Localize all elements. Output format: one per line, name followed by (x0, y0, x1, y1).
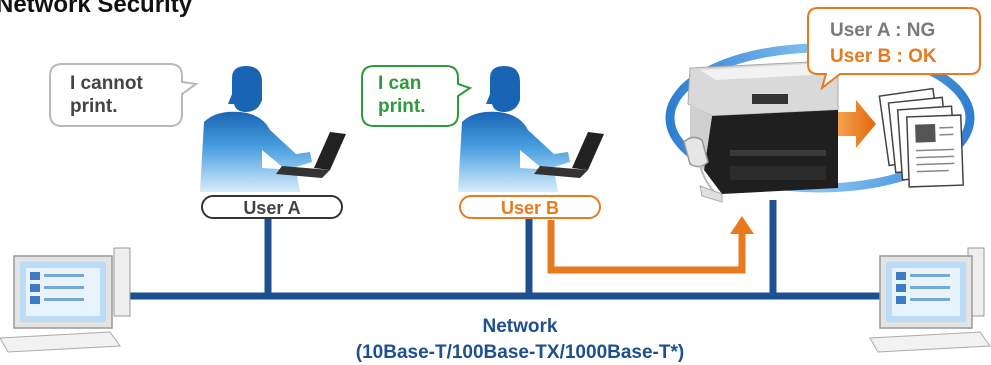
network-lines (128, 200, 900, 300)
user-b-print-path (547, 216, 754, 274)
printer-status-line2: User B : OK (830, 46, 937, 67)
print-path-line (547, 220, 746, 274)
bubble-user-b-line1: I can (378, 73, 421, 94)
user-a-label-pill: User A (201, 195, 343, 219)
arrow-icon (730, 216, 754, 234)
user-b-label: User B (501, 198, 559, 218)
laptop-icon (534, 132, 604, 178)
printer-status-line1: User A : NG (830, 20, 935, 41)
printer-status-bubble: User A : NG User B : OK (807, 7, 981, 91)
bubble-user-a-line2: print. (70, 96, 118, 117)
arrow-icon (838, 100, 876, 148)
page-title: Network Security (0, 0, 193, 18)
documents-icon (878, 87, 964, 188)
bubble-user-a-line1: I cannot (70, 73, 144, 94)
speech-bubble-user-a: I cannot print. (49, 63, 199, 127)
network-spec-label: (10Base-T/100Base-TX/1000Base-T*) (356, 342, 684, 363)
printer-icon (683, 61, 839, 203)
desktop-computer-icon (869, 247, 991, 353)
user-b-figure (458, 66, 604, 192)
speech-bubble-user-b: I can print. (361, 65, 473, 127)
user-a-label: User A (243, 198, 300, 218)
desktop-computer-icon (0, 247, 131, 353)
bubble-user-b-line2: print. (378, 96, 426, 117)
network-label: Network (483, 316, 558, 337)
laptop-icon (276, 132, 346, 178)
user-a-figure (200, 66, 346, 192)
user-b-label-pill: User B (459, 195, 601, 219)
